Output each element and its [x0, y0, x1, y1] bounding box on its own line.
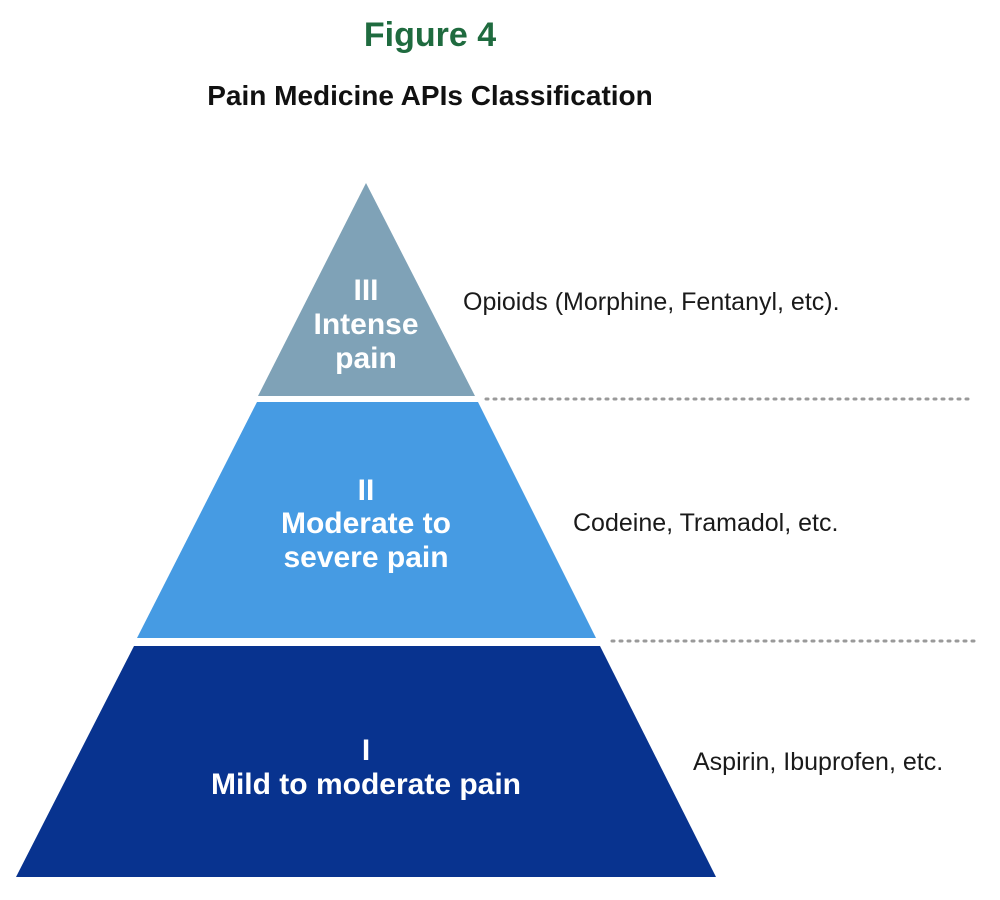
tier-ii-level: II [358, 474, 375, 507]
tier-iii-segment [258, 183, 475, 396]
tier-ii-examples: Codeine, Tramadol, etc. [573, 509, 838, 537]
tier-i-name-line-1: Mild to moderate pain [211, 768, 521, 801]
tier-ii-name-line-1: Moderate to [281, 507, 451, 540]
tier-ii-name-line-2: severe pain [283, 541, 448, 574]
tier-iii-name-line-1: Intense [313, 308, 418, 341]
tier-i-level: I [362, 734, 370, 767]
figure-label: Figure 4 [363, 16, 497, 54]
figure-title: Pain Medicine APIs Classification [207, 80, 653, 111]
tier-i-segment [16, 646, 716, 877]
tier-iii-name-line-2: pain [335, 342, 397, 375]
tier-iii-examples: Opioids (Morphine, Fentanyl, etc). [463, 288, 840, 316]
tier-ii-segment [137, 402, 596, 638]
tier-iii-level: III [353, 274, 378, 307]
tier-i-examples: Aspirin, Ibuprofen, etc. [693, 748, 943, 776]
